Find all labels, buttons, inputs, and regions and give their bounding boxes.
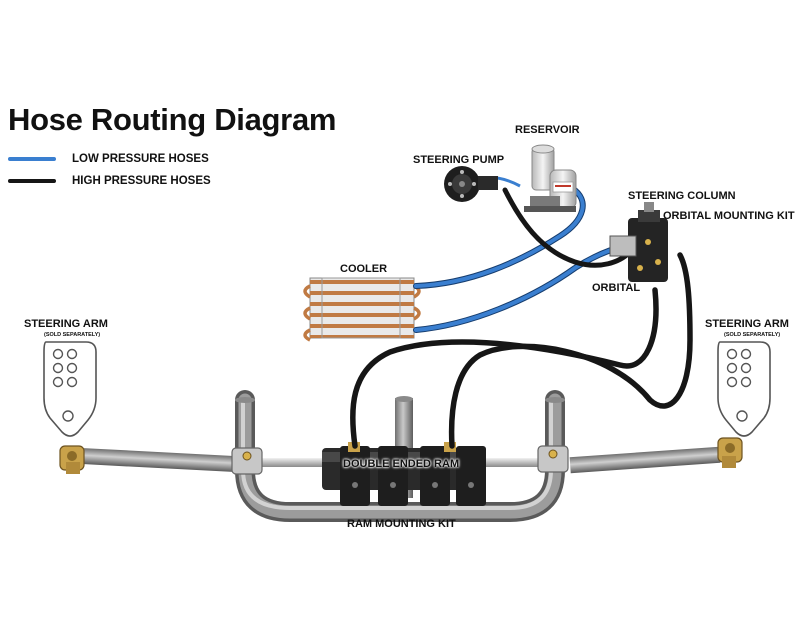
label-steering-arm-right: STEERING ARM [705,318,789,330]
legend-low-pressure: LOW PRESSURE HOSES [8,153,209,165]
tie-rod-end-right [717,437,743,468]
steering-arm-right [717,341,771,437]
legend-high-label: HIGH PRESSURE HOSES [72,175,211,187]
orbital-assembly [609,202,668,282]
label-orbital: ORBITAL [592,282,641,294]
label-steering-arm-left: STEERING ARM [24,318,108,330]
double-ended-ram [322,442,486,506]
tie-rods [77,446,721,474]
label-steering-column: STEERING COLUMN [628,190,736,202]
cooler [303,277,421,342]
label-reservoir: RESERVOIR [515,124,580,136]
legend-low-label: LOW PRESSURE HOSES [72,153,209,165]
low-pressure-swatch [8,157,56,161]
high-pressure-swatch [8,179,56,183]
diagram-title: Hose Routing Diagram [8,102,337,137]
steering-pump [444,166,498,202]
label-ram-mounting-kit: RAM MOUNTING KIT [347,518,456,530]
label-steering-pump: STEERING PUMP [413,154,505,166]
legend-high-pressure: HIGH PRESSURE HOSES [8,175,211,187]
high-pressure-hoses [349,187,693,449]
note-steering-arm-right: (SOLD SEPARATELY) [724,332,781,338]
label-orbital-mounting-kit: ORBITAL MOUNTING KIT [663,210,795,222]
label-cooler: COOLER [340,263,388,275]
rod-clamps [231,445,569,475]
tie-rod-end-left [59,445,85,474]
steering-arm-left [43,341,97,437]
note-steering-arm-left: (SOLD SEPARATELY) [44,332,101,338]
label-double-ended-ram: DOUBLE ENDED RAM [343,458,460,470]
reservoir [524,144,577,212]
low-pressure-hoses [413,176,643,333]
